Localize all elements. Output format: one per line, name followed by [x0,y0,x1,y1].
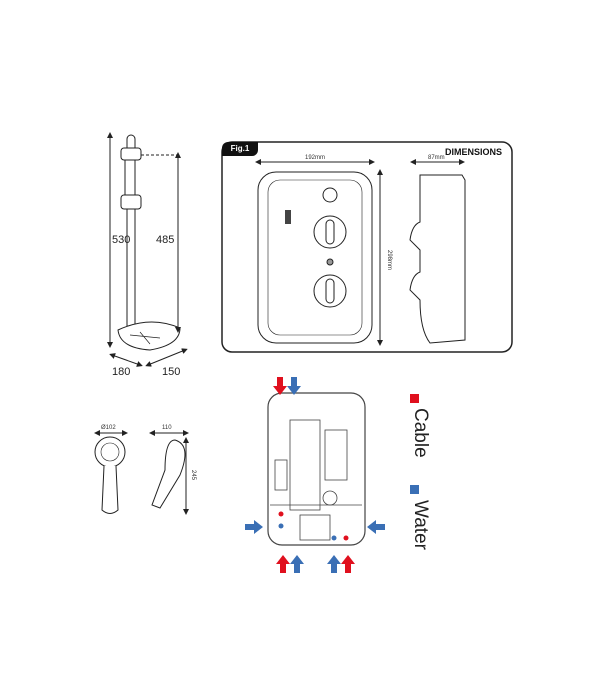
flow-arrows [245,377,385,573]
rail-width-label: 150 [162,366,181,378]
unit-height-label: 298mm [386,250,392,271]
water-legend-label: Water [410,500,431,550]
rail-depth-label: 180 [112,366,131,378]
water-arrow-top [287,377,301,395]
water-arrow-left [245,520,263,534]
handset-diameter-label: Ø102 [101,425,116,431]
cable-legend-label: Cable [410,408,431,458]
figure-tag: Fig.1 [222,142,258,156]
water-arrow-bottom-1 [290,555,304,573]
internal-unit-drawing [267,392,366,546]
cable-legend-swatch [410,394,419,403]
rail-total-height-label: 530 [112,234,131,246]
unit-width-label: 192mm [305,155,326,161]
handset-length-label: 245 [190,470,196,481]
handset-drawing [94,430,189,515]
water-arrow-bottom-2 [327,555,341,573]
figure-title: DIMENSIONS [444,147,502,157]
rail-slide-height-label: 485 [156,234,175,246]
cable-arrow-bottom-1 [276,555,290,573]
cable-arrow-top [273,377,287,395]
water-arrow-right [367,520,385,534]
water-legend-swatch [410,485,419,494]
handset-width-label: 110 [162,425,172,431]
unit-depth-label: 87mm [428,155,445,161]
riser-rail-drawing [107,132,188,367]
dimensions-figure [221,141,513,353]
cable-arrow-bottom-2 [341,555,355,573]
